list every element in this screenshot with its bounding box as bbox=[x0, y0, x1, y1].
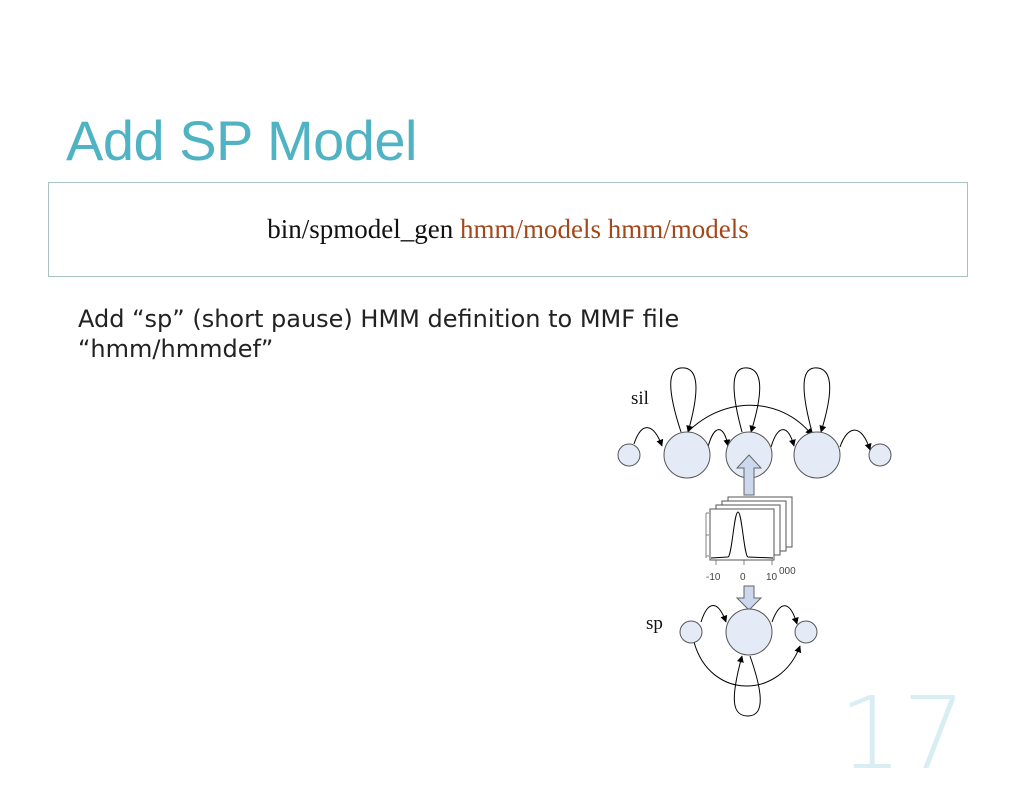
sil-transition-entry bbox=[633, 427, 664, 447]
pdf-stack bbox=[705, 496, 793, 565]
sp-skip-arc bbox=[693, 641, 802, 687]
tick-0: 0 bbox=[740, 572, 746, 583]
tick-neg10: -10 bbox=[706, 572, 721, 583]
gaussian-curve bbox=[710, 511, 774, 559]
sil-exit-node bbox=[868, 443, 892, 467]
command-box: bin/spmodel_gen hmm/models hmm/models bbox=[48, 182, 968, 277]
down-arrow-icon bbox=[735, 585, 763, 611]
command-line: bin/spmodel_gen hmm/models hmm/models bbox=[267, 214, 748, 245]
sp-transition-entry bbox=[700, 605, 728, 623]
sil-skip-arc bbox=[682, 404, 813, 438]
slide-number: 17 bbox=[838, 675, 966, 792]
up-arrow-icon bbox=[735, 454, 763, 496]
sil-transition-1-2 bbox=[707, 429, 731, 448]
sp-exit-node bbox=[794, 620, 818, 644]
sp-transition-exit bbox=[771, 605, 799, 625]
slide-title: Add SP Model bbox=[66, 109, 417, 172]
sp-entry-node bbox=[679, 620, 703, 644]
tick-suffix: 000 bbox=[779, 566, 796, 577]
tick-10: 10 bbox=[766, 572, 778, 583]
description-line-1: Add “sp” (short pause) HMM definition to… bbox=[78, 305, 680, 333]
sp-self-loop bbox=[733, 655, 761, 717]
description-line-2: “hmm/hmmdef” bbox=[78, 335, 274, 363]
sil-transition-exit bbox=[839, 429, 872, 451]
hmm-diagram: sil -10 0 10 000 sp bbox=[617, 367, 892, 717]
sil-self-loop-2 bbox=[733, 367, 761, 433]
sil-state-3 bbox=[793, 431, 841, 479]
sil-transition-2-3 bbox=[770, 429, 796, 448]
sil-self-loop-3 bbox=[803, 367, 831, 433]
command-program: bin/spmodel_gen bbox=[267, 214, 454, 244]
command-args: hmm/models hmm/models bbox=[459, 214, 749, 244]
sil-entry-node bbox=[617, 443, 641, 467]
sp-state bbox=[725, 608, 773, 656]
sil-label: sil bbox=[631, 388, 649, 409]
sil-state-1 bbox=[663, 431, 711, 479]
sp-label: sp bbox=[646, 613, 663, 634]
description: Add “sp” (short pause) HMM definition to… bbox=[78, 304, 878, 364]
sil-self-loop-1 bbox=[670, 367, 697, 433]
